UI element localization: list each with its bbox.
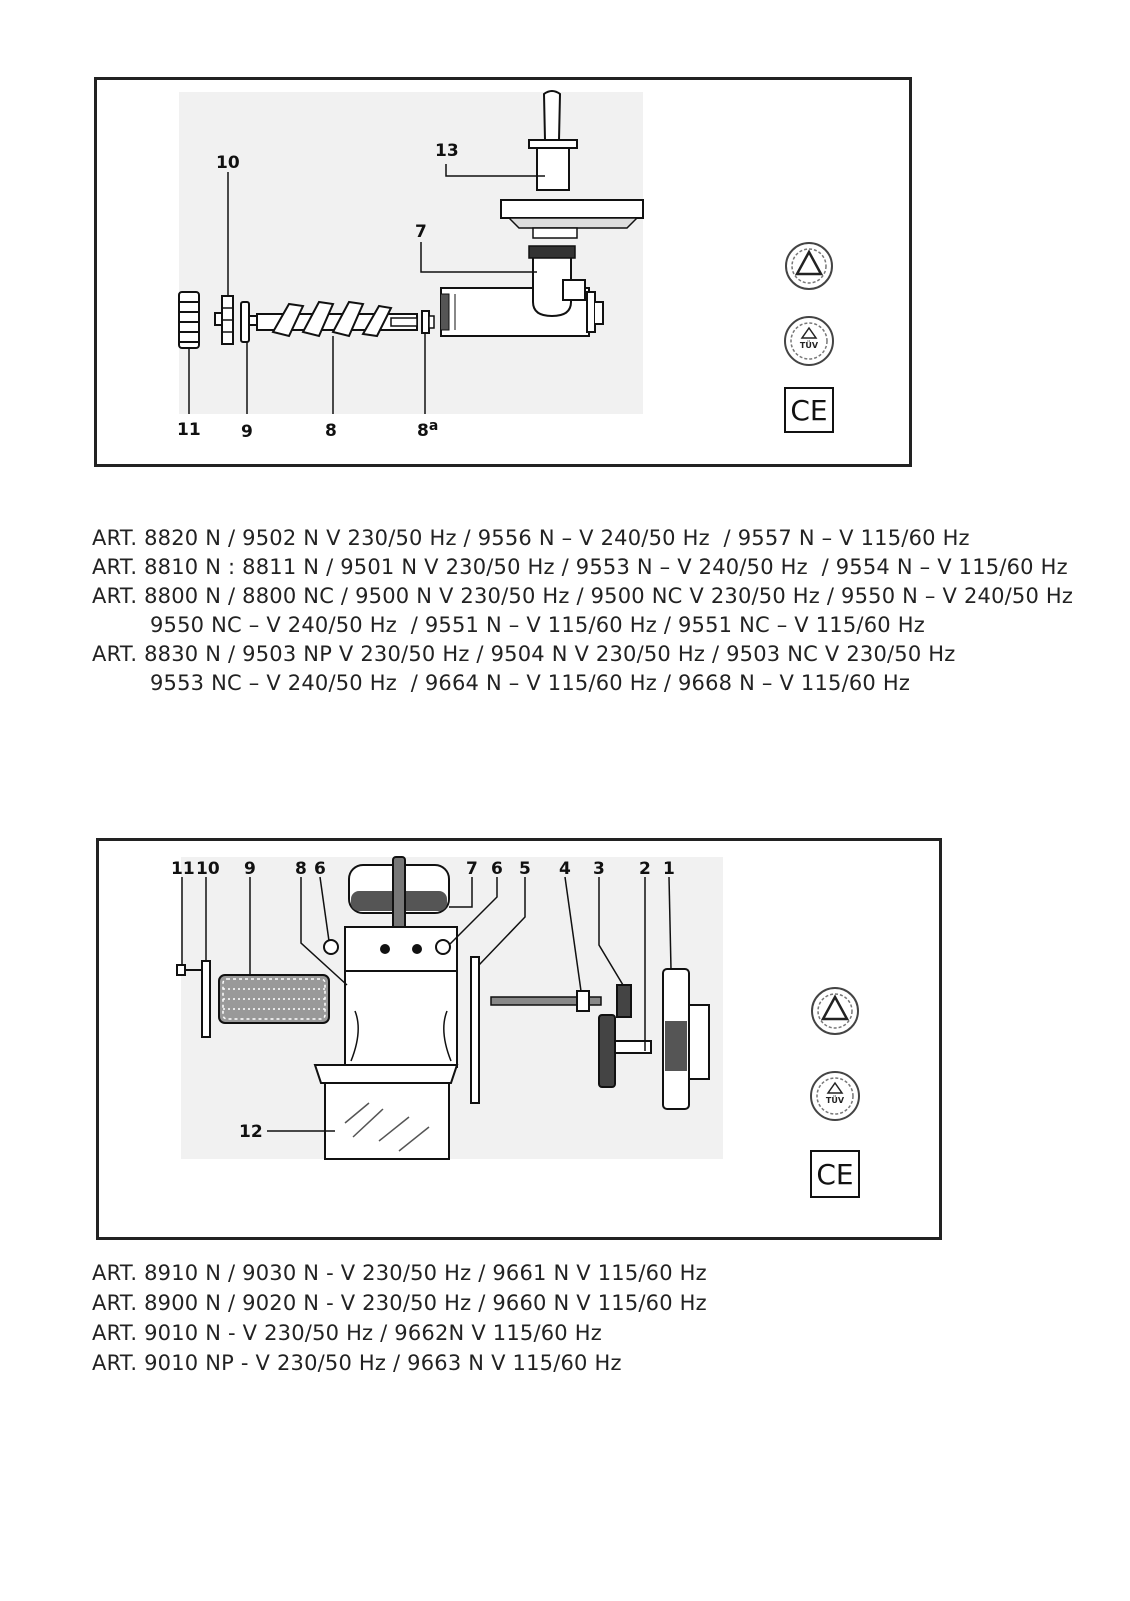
cutting-plate-part — [214, 295, 234, 345]
ce-mark-icon: CE — [784, 387, 834, 433]
ce-mark-text: CE — [790, 394, 827, 427]
triangle-certification-icon — [811, 987, 859, 1035]
callout-12: 12 — [239, 1122, 263, 1142]
model-line: ART. 8910 N / 9030 N - V 230/50 Hz / 966… — [92, 1261, 707, 1285]
callout-11: 11 — [177, 420, 201, 440]
tuv-mark-text: TÜV — [826, 1095, 845, 1105]
callout-10: 10 — [216, 153, 240, 173]
grinder-body-part — [440, 245, 604, 337]
meat-grinder-exploded-diagram: 10 13 7 11 9 8 8a TÜV CE — [94, 77, 912, 467]
model-line: ART. 8820 N / 9502 N V 230/50 Hz / 9556 … — [92, 526, 970, 550]
large-gear-part — [598, 1014, 652, 1088]
model-line: 9553 NC – V 240/50 Hz / 9664 N – V 115/6… — [150, 671, 911, 695]
knob-part — [435, 939, 451, 955]
callout-3: 3 — [593, 859, 605, 879]
model-line: 9550 NC – V 240/50 Hz / 9551 N – V 115/6… — [150, 613, 925, 637]
ce-mark-text: CE — [816, 1158, 853, 1191]
callout-5: 5 — [519, 859, 531, 879]
callout-1: 1 — [663, 859, 675, 879]
model-line: ART. 8800 N / 8800 NC / 9500 N V 230/50 … — [92, 584, 1074, 608]
grating-drum-part — [218, 974, 330, 1024]
callout-7: 7 — [415, 222, 427, 242]
grater-drawing: 11 10 9 8 6 7 6 5 4 3 2 1 12 TÜV CE — [171, 856, 860, 1198]
model-line: ART. 8830 N / 9503 NP V 230/50 Hz / 9504… — [92, 642, 956, 666]
grater-exploded-diagram: 11 10 9 8 6 7 6 5 4 3 2 1 12 TÜV CE — [96, 838, 942, 1240]
ring-nut-part — [178, 291, 200, 349]
model-line: ART. 9010 NP - V 230/50 Hz / 9663 N V 11… — [92, 1351, 622, 1375]
callout-2: 2 — [639, 859, 651, 879]
grater-model-list: ART. 8910 N / 9030 N - V 230/50 Hz / 966… — [92, 1258, 707, 1378]
callout-6: 6 — [491, 859, 503, 879]
tuv-certification-icon: TÜV — [784, 316, 834, 366]
triangle-certification-icon — [785, 242, 833, 290]
model-line: ART. 8810 N : 8811 N / 9501 N V 230/50 H… — [92, 555, 1068, 579]
small-gear-part — [616, 984, 632, 1018]
callout-4: 4 — [559, 859, 571, 879]
tuv-mark-text: TÜV — [800, 340, 819, 350]
callout-8a: 8a — [417, 418, 438, 441]
housing-part — [662, 968, 710, 1110]
callout-9: 9 — [244, 859, 256, 879]
tuv-certification-icon: TÜV — [810, 1071, 860, 1121]
model-line: ART. 8900 N / 9020 N - V 230/50 Hz / 966… — [92, 1291, 707, 1315]
callout-8: 8 — [295, 859, 307, 879]
callout-7: 7 — [466, 859, 478, 879]
callout-13: 13 — [435, 141, 459, 161]
callout-leader-lines — [188, 164, 545, 414]
grinder-model-list: ART. 8820 N / 9502 N V 230/50 Hz / 9556 … — [92, 524, 1073, 698]
meat-grinder-drawing: 10 13 7 11 9 8 8a TÜV CE — [177, 90, 834, 442]
shaft-part — [490, 990, 602, 1012]
worm-screw-part — [256, 300, 418, 338]
callout-8: 8 — [325, 421, 337, 441]
end-plate-part — [201, 960, 211, 1038]
container-part — [313, 1064, 459, 1160]
callout-9: 9 — [241, 422, 253, 442]
callout-10: 10 — [196, 859, 220, 879]
knob-part — [323, 939, 339, 955]
ce-mark-icon: CE — [810, 1150, 860, 1198]
callout-6: 6 — [314, 859, 326, 879]
gasket-plate-part — [470, 956, 480, 1104]
model-line: ART. 9010 N - V 230/50 Hz / 9662N V 115/… — [92, 1321, 602, 1345]
pusher-and-tray-part — [500, 90, 644, 239]
callout-11: 11 — [171, 859, 195, 879]
screw-part — [176, 964, 203, 976]
callout-leader-lines — [181, 876, 672, 1132]
